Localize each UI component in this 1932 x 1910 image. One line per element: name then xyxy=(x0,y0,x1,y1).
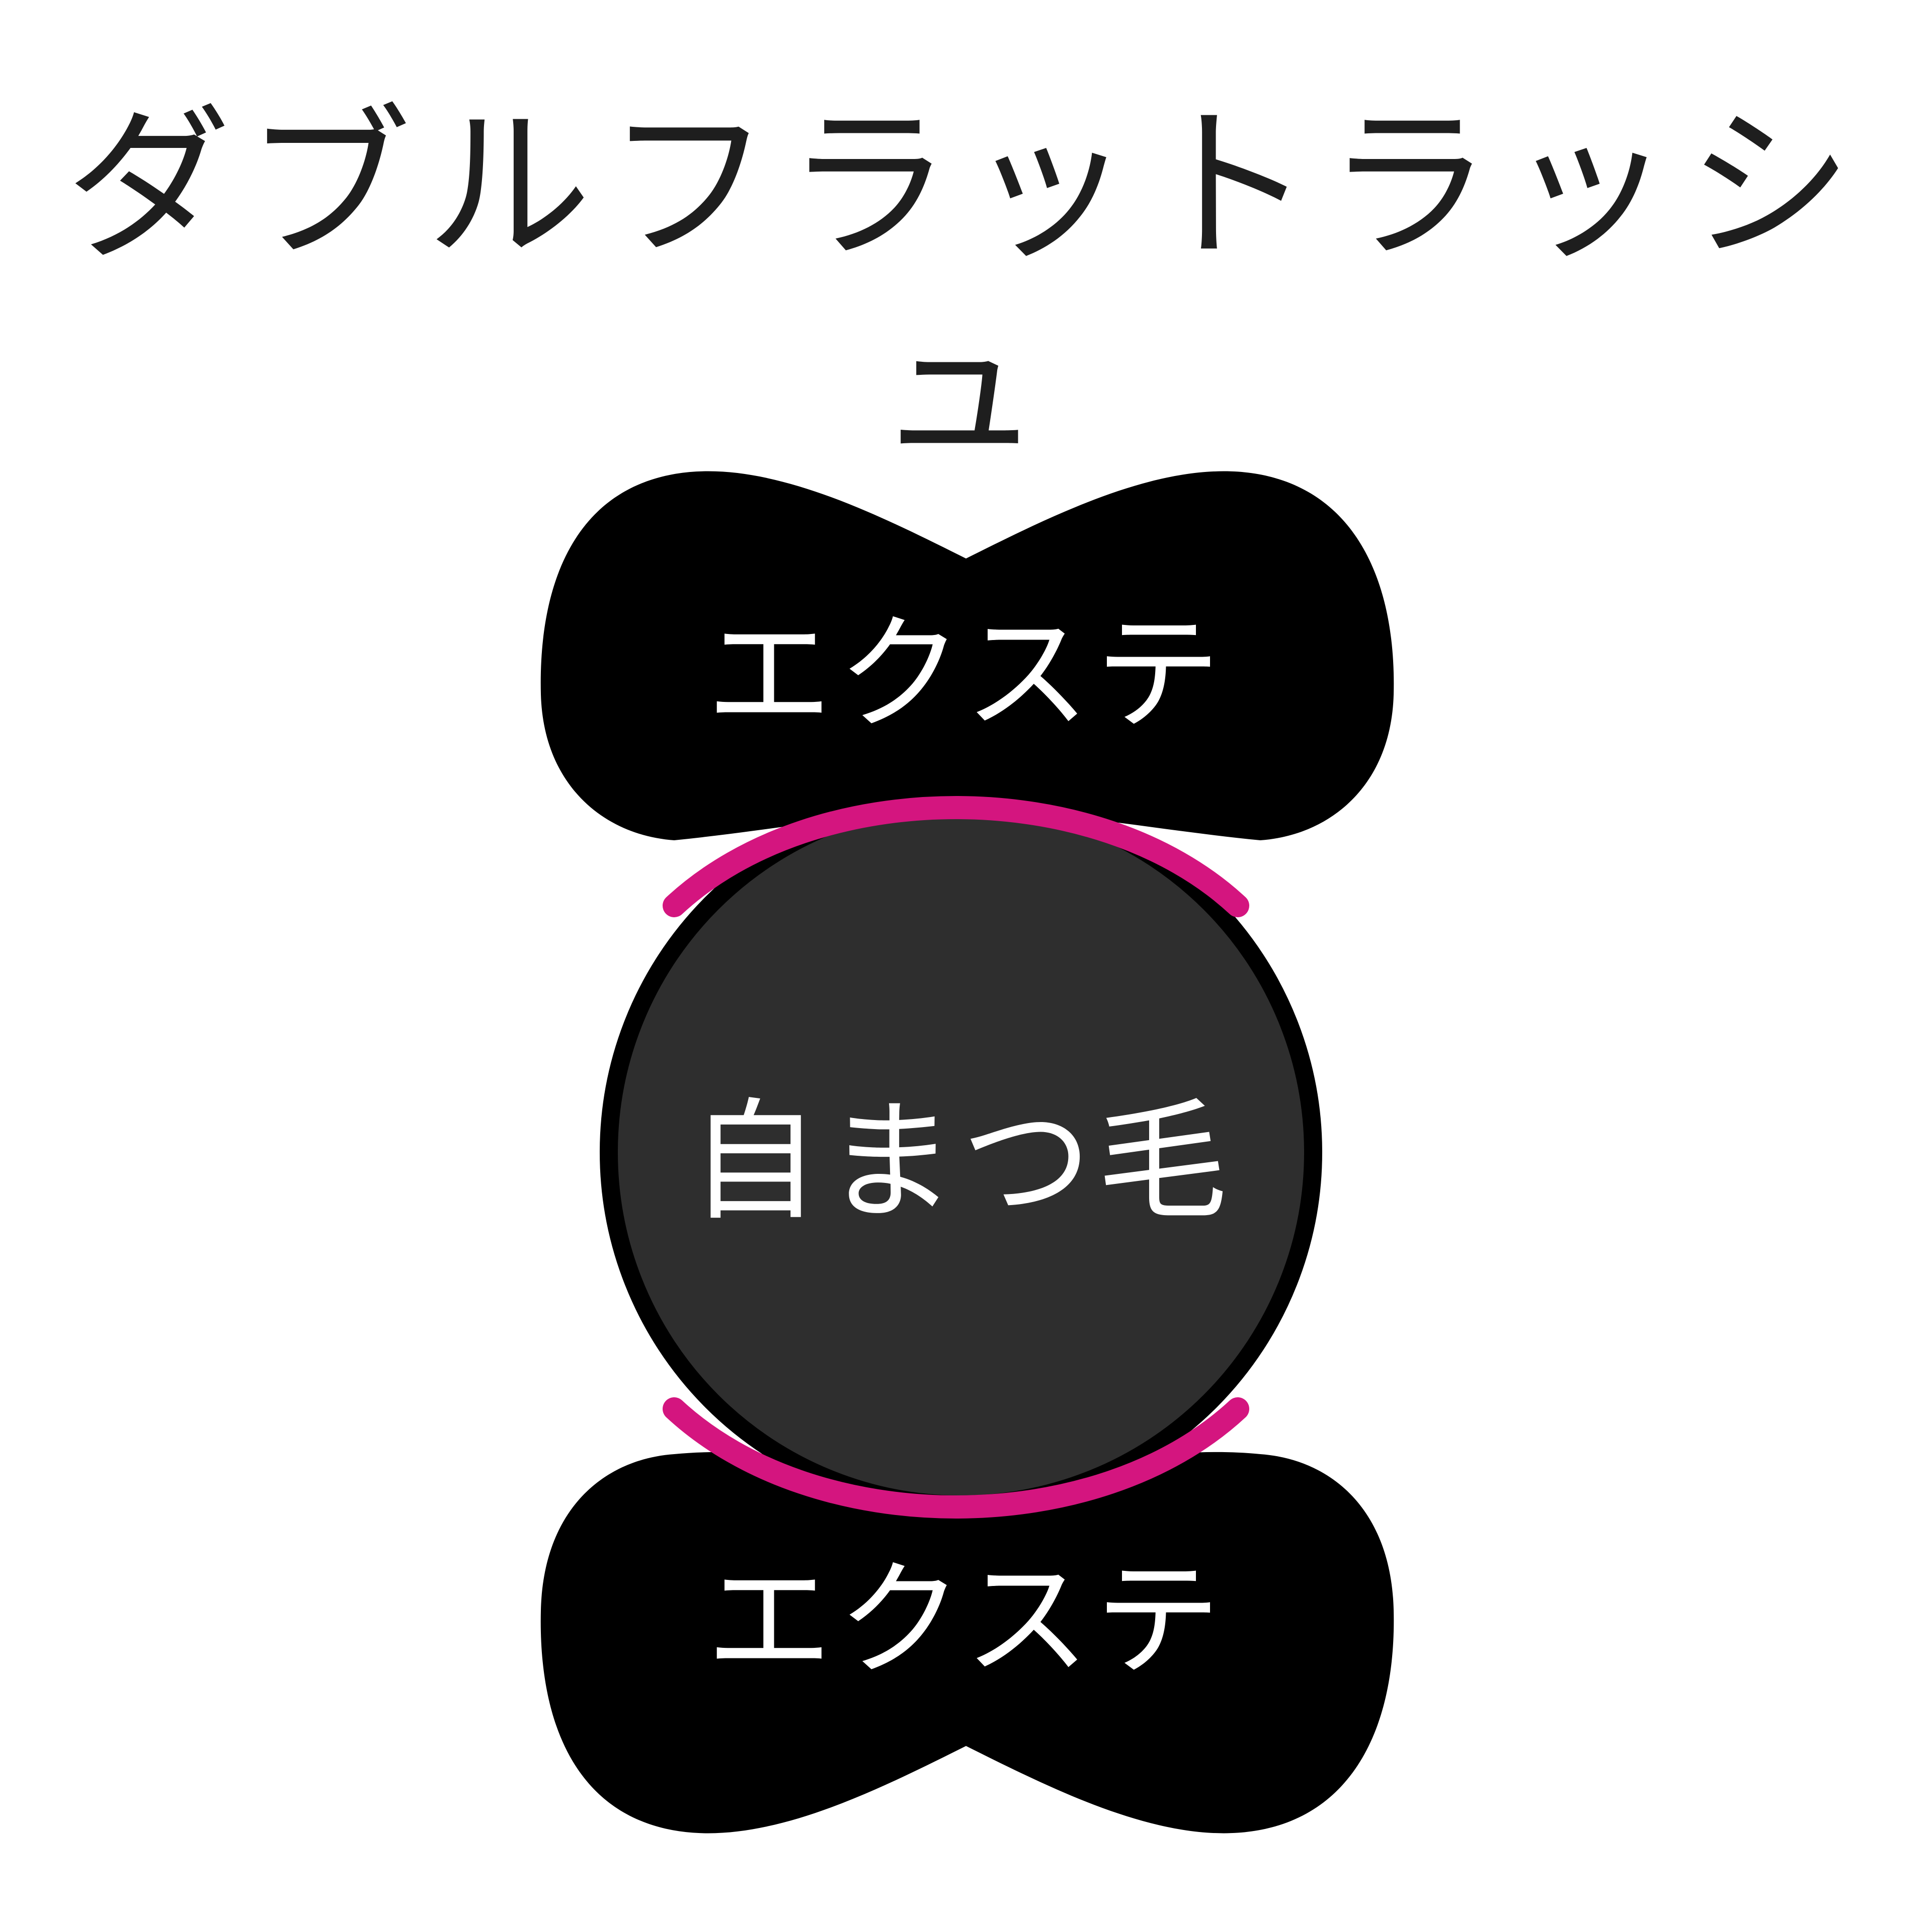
natural-lash-label: 自まつ毛 xyxy=(689,1086,1233,1238)
top-extension-shape xyxy=(540,471,1394,840)
bottom-glue-line xyxy=(663,1397,1249,1519)
diagram-title: ダブルフラットラッシュ xyxy=(65,90,1867,484)
bottom-extension-shape xyxy=(540,1452,1394,1834)
top-extension-label: エクステ xyxy=(706,601,1226,748)
bottom-extension-label: エクステ xyxy=(706,1547,1226,1694)
top-glue-line xyxy=(663,796,1249,917)
